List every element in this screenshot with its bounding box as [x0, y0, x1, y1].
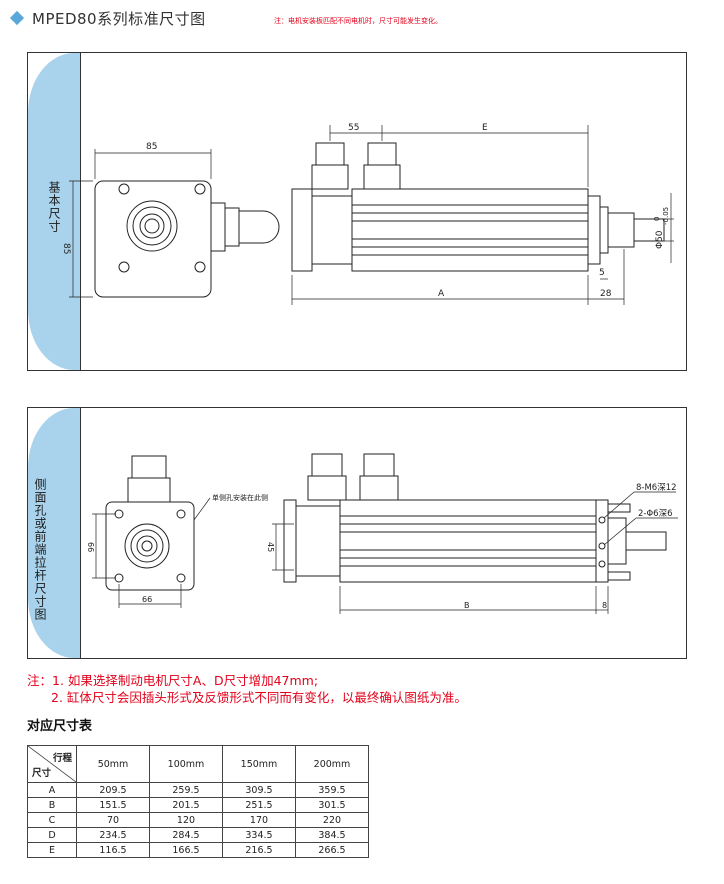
panel-label-basic: 基本尺寸: [47, 181, 61, 233]
panel-label-side: 侧面孔或前端拉杆尺寸图: [33, 478, 47, 621]
table-header-row: 行程 尺寸 50mm 100mm 150mm 200mm: [27, 745, 369, 783]
side-dimension-panel: 侧面孔或前端拉杆尺寸图: [27, 407, 687, 659]
table-title: 对应尺寸表: [27, 719, 93, 734]
row-label: A: [27, 782, 77, 798]
diamond-icon: [9, 10, 25, 26]
dim-A: A: [438, 289, 445, 299]
table-cell: 220: [295, 812, 369, 828]
table-cell: 166.5: [149, 842, 223, 858]
column-header: 50mm: [76, 745, 150, 783]
dim-28: 28: [600, 289, 612, 299]
table-cell: 384.5: [295, 827, 369, 843]
row-label: D: [27, 827, 77, 843]
row-label: C: [27, 812, 77, 828]
table-cell: 309.5: [222, 782, 296, 798]
notes: 注：1. 如果选择制动电机尺寸A、D尺寸增加47mm; 2. 缸体尺寸会因插头形…: [27, 672, 467, 706]
table-cell: 284.5: [149, 827, 223, 843]
table-cell: 70: [76, 812, 150, 828]
dim-5: 5: [599, 268, 605, 278]
table-cell: 116.5: [76, 842, 150, 858]
panel-side-label-area-2: [28, 408, 81, 658]
table-corner-cell: 行程 尺寸: [27, 745, 77, 783]
dim-E: E: [482, 123, 488, 133]
front-flange-2: [105, 501, 195, 591]
table-row: B 151.5 201.5 251.5 301.5: [27, 797, 369, 813]
table-row: D 234.5 284.5 334.5 384.5: [27, 827, 369, 843]
table-cell: 120: [149, 812, 223, 828]
panel-side-label-area: [28, 53, 81, 370]
cylinder-body: [351, 188, 589, 272]
dim-phi50: Φ50: [655, 230, 665, 249]
table-cell: 251.5: [222, 797, 296, 813]
row-label: E: [27, 842, 77, 858]
corner-stroke-label: 行程: [52, 753, 72, 764]
table-cell: 170: [222, 812, 296, 828]
table-cell: 151.5: [76, 797, 150, 813]
dim-66-width: 66: [142, 595, 152, 604]
column-header: 100mm: [149, 745, 223, 783]
callout-m6: 8-M6深12: [636, 483, 677, 493]
table-cell: 266.5: [295, 842, 369, 858]
corner-dimension-label: 尺寸: [32, 768, 52, 779]
title-row: MPED80系列标准尺寸图: [6, 6, 206, 30]
dim-tol: -0.05: [662, 207, 670, 225]
dim-55: 55: [348, 123, 359, 133]
callout-phi6: 2-Φ6深6: [638, 509, 672, 519]
note-line-2: 2. 缸体尺寸会因插头形式及反馈形式不同而有变化，以最终确认图纸为准。: [51, 690, 467, 705]
callout-side-holes: 单侧孔安装在此侧: [212, 493, 268, 502]
table-cell: 359.5: [295, 782, 369, 798]
top-note: 注：电机安装板匹配不同电机时，尺寸可能发生变化。: [274, 17, 442, 25]
note-line-1: 注：1. 如果选择制动电机尺寸A、D尺寸增加47mm;: [27, 673, 319, 688]
dim-45: 45: [266, 542, 275, 552]
table-cell: 234.5: [76, 827, 150, 843]
table-cell: 259.5: [149, 782, 223, 798]
column-header: 150mm: [222, 745, 296, 783]
table-cell: 301.5: [295, 797, 369, 813]
table-cell: 201.5: [149, 797, 223, 813]
column-header: 200mm: [295, 745, 369, 783]
dimension-table: 行程 尺寸 50mm 100mm 150mm 200mm A 209.5 259…: [27, 745, 369, 858]
side-drawing: 单侧孔安装在此侧 8-M6深12 2-Φ6深6 66 66 45 B 8: [86, 453, 678, 614]
cylinder-body-2: [339, 499, 597, 583]
table-row: C 70 120 170 220: [27, 812, 369, 828]
table-cell: 334.5: [222, 827, 296, 843]
dim-85-width: 85: [146, 142, 157, 152]
dim-B: B: [464, 601, 470, 610]
basic-drawing: 85 85 55 E A 28 5 Φ50 0 -0.05: [61, 123, 674, 305]
basic-dimension-panel: 基本尺寸: [27, 52, 687, 371]
side-flange: [291, 188, 313, 272]
table-row: A 209.5 259.5 309.5 359.5: [27, 782, 369, 798]
dim-8: 8: [602, 601, 607, 610]
table-row: E 116.5 166.5 216.5 266.5: [27, 842, 369, 858]
dim-66-height: 66: [86, 542, 95, 552]
page-title: MPED80系列标准尺寸图: [32, 9, 206, 28]
row-label: B: [27, 797, 77, 813]
table-cell: 216.5: [222, 842, 296, 858]
dim-85-height: 85: [61, 243, 71, 254]
dim-zero: 0: [653, 217, 661, 221]
table-cell: 209.5: [76, 782, 150, 798]
front-flange: [94, 180, 212, 298]
